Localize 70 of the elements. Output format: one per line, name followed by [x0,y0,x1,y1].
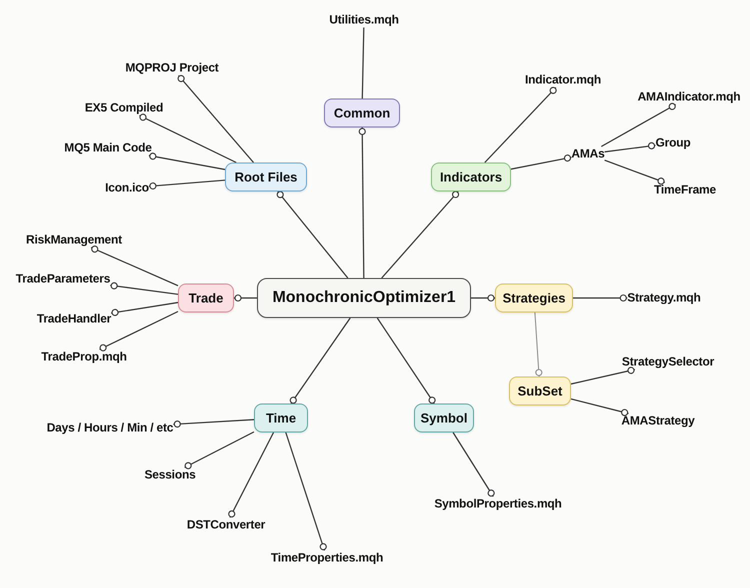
connector-line [510,154,572,170]
connector-line [139,114,236,164]
branch-label: Strategy.mqh [627,290,701,306]
connector-line [285,432,327,551]
topic-label: Root Files [234,169,298,185]
topic-box [509,376,571,406]
central-topic-label: MonochronicOptimizer1 [272,288,456,308]
connector-line [290,318,351,404]
connector-line [234,294,257,302]
connector-line [173,419,254,428]
branch-label: DSTConverter [186,518,266,532]
connector-line [148,152,226,170]
connector-line [534,312,542,377]
connector-line [178,74,254,163]
topic-label: Trade [188,290,224,306]
connector-line [111,302,178,316]
connector-line [148,180,226,190]
branch-label: SymbolProperties.mqh [434,496,562,512]
branch-label: TimeFrame [654,182,716,198]
connector-line [276,191,348,278]
branch-label: StrategySelector [622,354,714,370]
topic-label: Strategies [502,290,566,306]
branch-label: MQPROJ Project [125,60,219,76]
connector-line [604,160,665,185]
central-topic-box [257,278,471,318]
branch-label: AMAs [571,146,605,162]
branch-label: Icon.ico [105,180,149,196]
topic-box [178,284,234,312]
connector-line [570,366,636,385]
connector-line [573,294,628,302]
branch-label: Utilities.mqh [329,12,399,28]
connector-line [99,310,178,352]
branch-label: MQ5 Main Code [64,140,152,156]
topic-box [324,98,400,128]
topic-label: Common [334,105,390,121]
connector-line [358,128,366,278]
connector-line [471,294,495,302]
connector-line [228,432,274,518]
branch-label: RiskManagement [26,232,122,248]
connector-line [452,432,495,497]
topic-box [495,284,573,312]
topic-label: SubSet [518,383,562,399]
branch-label: TradeProp.mqh [41,350,127,364]
topic-label: Symbol [420,410,468,426]
topic-box [414,404,474,432]
topic-box [431,162,511,192]
branch-label: EX5 Compiled [84,100,164,116]
branch-label: Sessions [144,468,196,482]
connector-line [362,27,364,99]
branch-label: AMAStrategy [621,414,695,428]
branch-label: Group [656,136,690,150]
branch-label: Days / Hours / Min / etc [46,420,174,436]
topic-label: Time [266,410,296,426]
branch-label: Indicator.mqh [524,72,602,88]
topic-label: Indicators [440,169,502,185]
connector-line [570,398,629,416]
branch-label: AMAIndicator.mqh [638,90,740,104]
branch-label: TimeProperties.mqh [270,550,384,566]
connector-line [604,142,656,152]
connector-line [90,246,178,286]
branch-label: TradeHandler [36,312,112,326]
connector-line [376,318,436,404]
topic-box [225,162,307,192]
branch-label: TradeParameters [16,272,110,286]
connector-line [110,282,178,295]
topic-box [254,404,308,432]
connector-line [484,86,557,163]
connector-line [184,431,254,470]
connector-line [381,190,460,278]
connector-line [601,102,676,148]
